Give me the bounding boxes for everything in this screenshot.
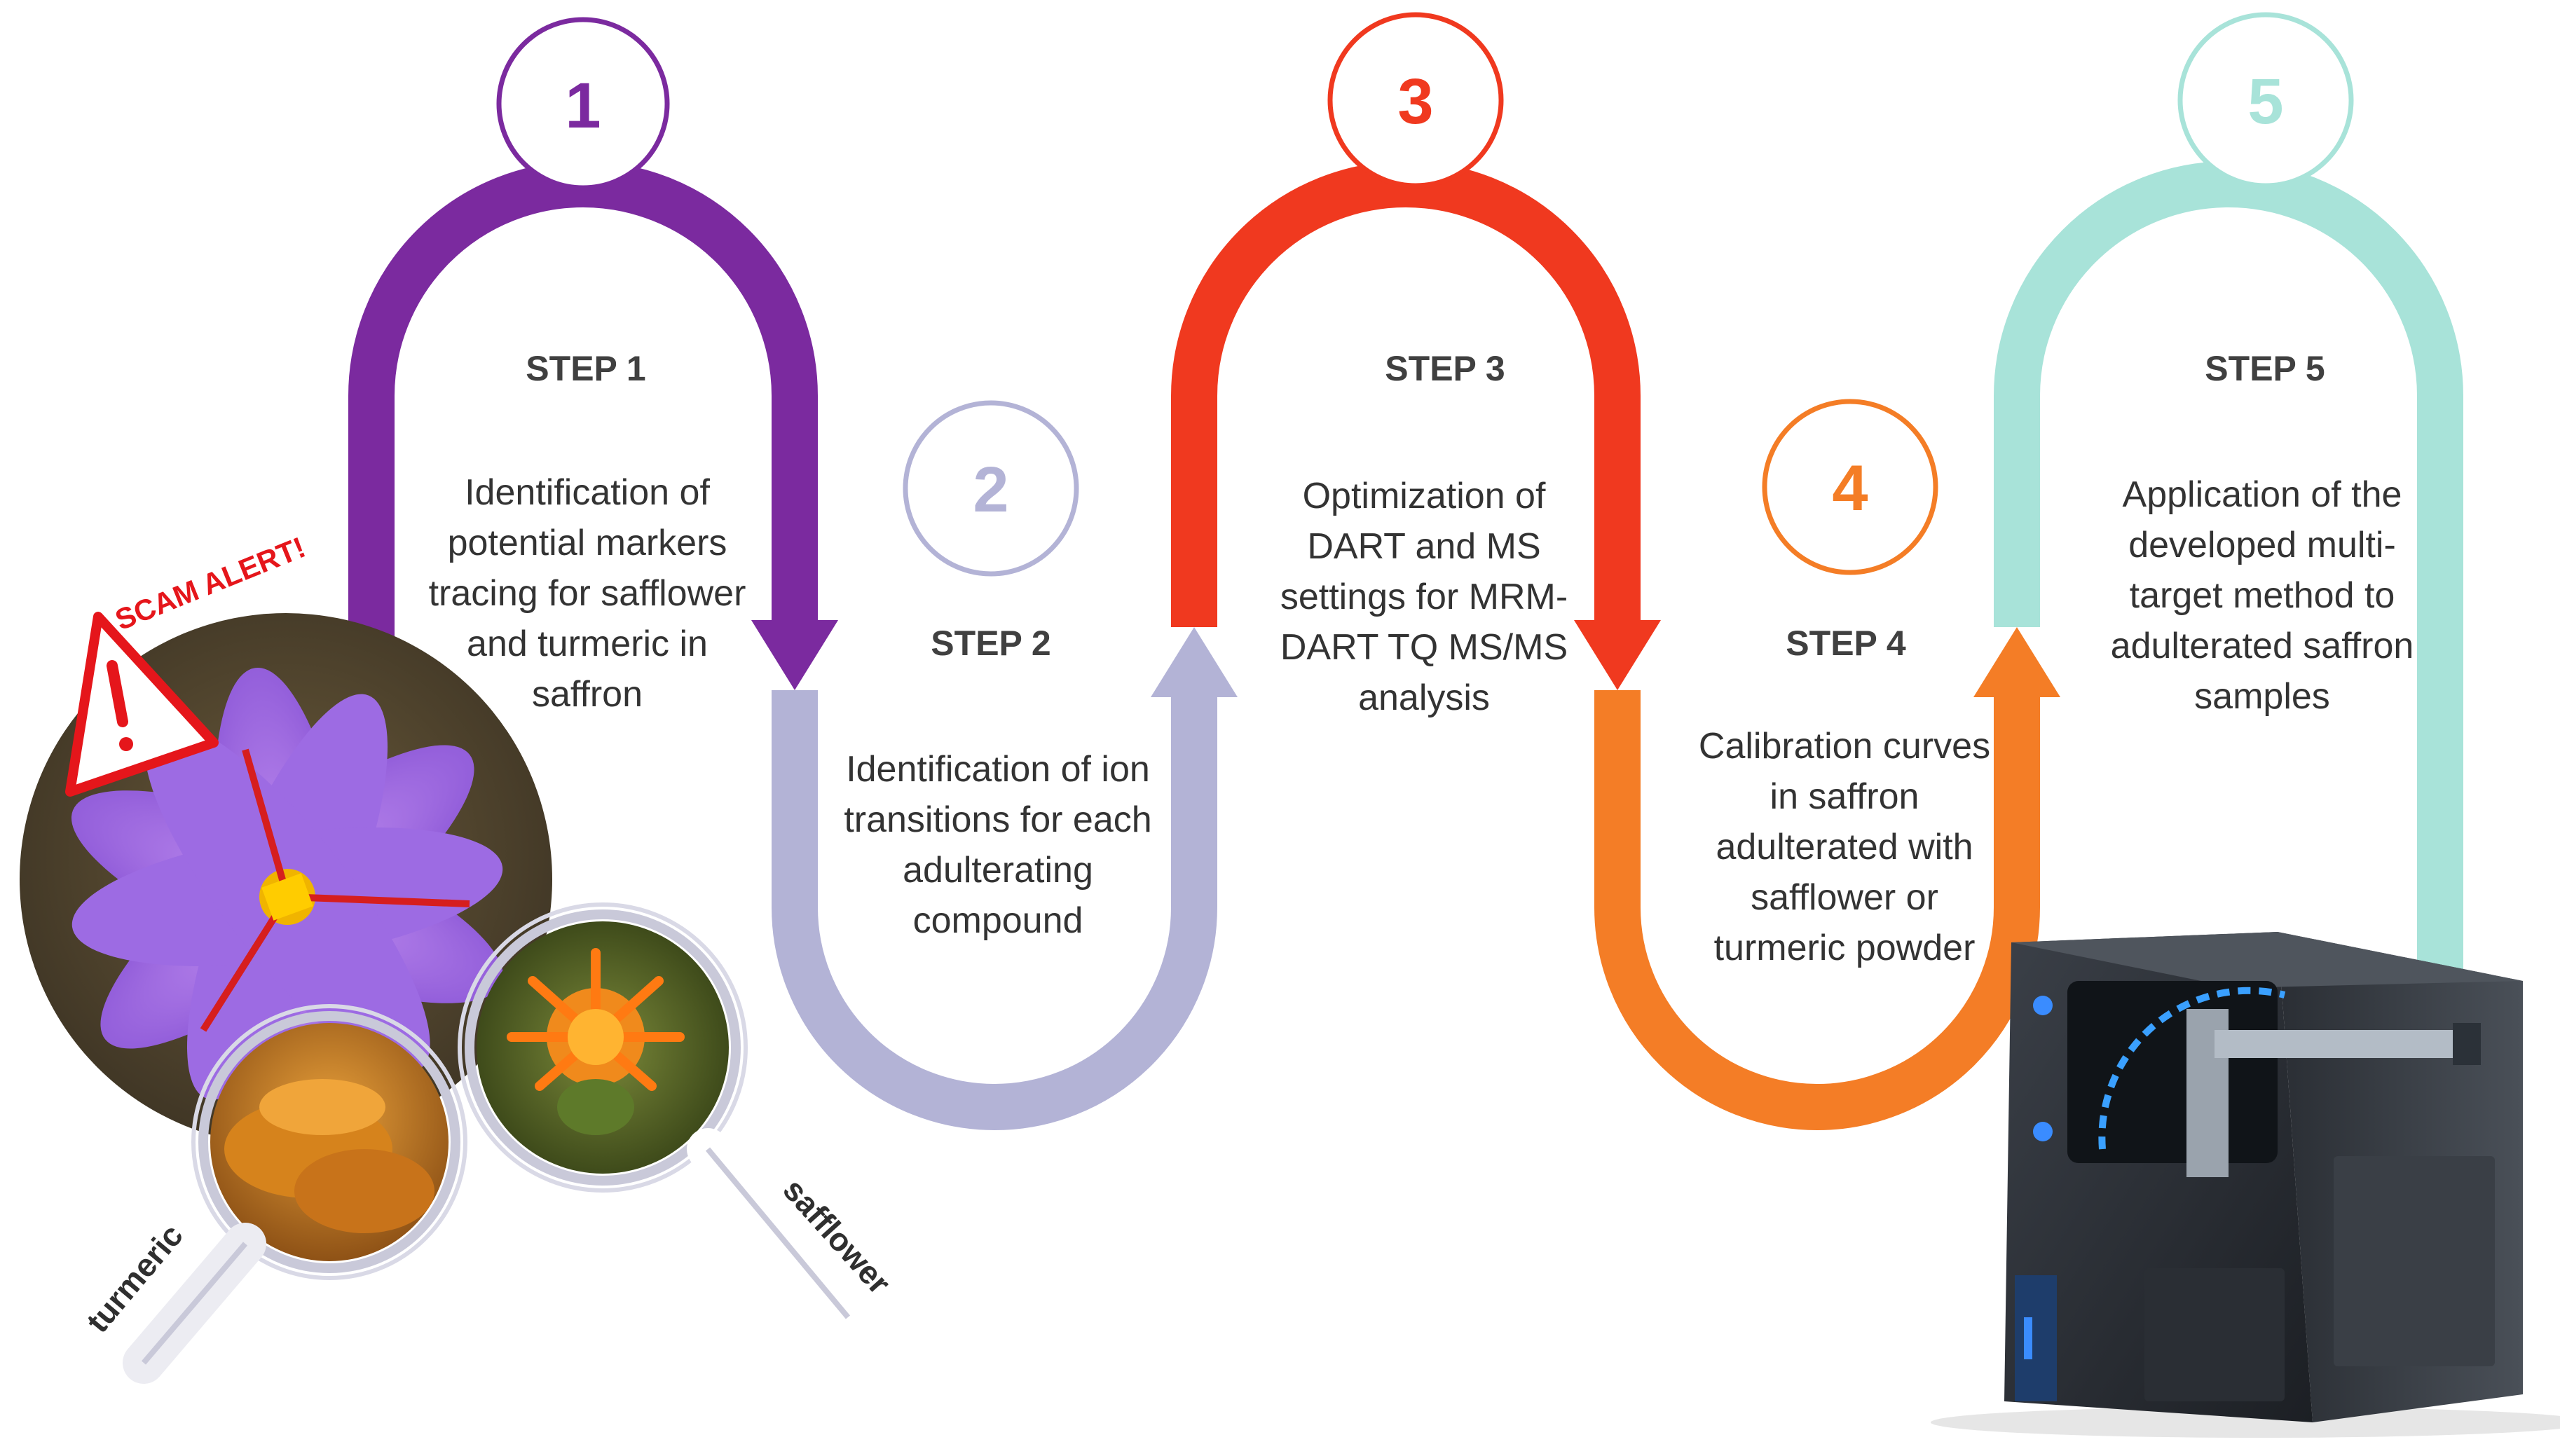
svg-text:saffron: saffron [532, 674, 643, 715]
svg-text:adulterated with: adulterated with [1716, 827, 1973, 867]
svg-text:Identification of: Identification of [465, 472, 710, 513]
svg-text:tracing for safflower: tracing for safflower [429, 573, 746, 614]
mass-spectrometer-icon [1931, 932, 2560, 1438]
svg-text:DART TQ MS/MS: DART TQ MS/MS [1280, 627, 1568, 668]
step-5-number: 5 [2247, 66, 2283, 137]
step-1-title: STEP 1 [526, 349, 645, 388]
warning-triangle-icon [65, 612, 219, 797]
svg-text:DART and MS: DART and MS [1307, 526, 1540, 567]
step-4-arc [1594, 627, 2060, 1130]
step-2-number-circle: 2 [903, 400, 1079, 577]
step-3-description: Optimization of DART and MS settings for… [1280, 476, 1568, 718]
step-1-number-circle: 1 [496, 17, 670, 191]
svg-text:analysis: analysis [1358, 678, 1490, 718]
step-3-arrow-down [1574, 620, 1661, 690]
svg-text:transitions for each: transitions for each [844, 799, 1151, 840]
svg-text:safflower or: safflower or [1751, 877, 1938, 918]
step-3-title: STEP 3 [1385, 349, 1505, 388]
step-4-title: STEP 4 [1786, 624, 1906, 663]
svg-text:and turmeric in: and turmeric in [467, 624, 708, 664]
step-5-number-circle: 5 [2177, 12, 2354, 188]
svg-text:compound: compound [913, 900, 1083, 941]
svg-text:in saffron: in saffron [1770, 776, 1919, 817]
step-1-number: 1 [565, 70, 601, 142]
step-1-arc [348, 161, 838, 690]
svg-text:adulterated saffron: adulterated saffron [2111, 626, 2414, 666]
step-5-title: STEP 5 [2205, 349, 2325, 388]
svg-text:potential markers: potential markers [448, 523, 727, 563]
step-2-title: STEP 2 [931, 624, 1050, 663]
svg-text:settings for MRM-: settings for MRM- [1280, 577, 1568, 617]
step-5-arc [1994, 161, 2463, 995]
svg-text:samples: samples [2194, 676, 2330, 717]
step-4-arrow-up [1973, 627, 2060, 697]
svg-text:turmeric powder: turmeric powder [1714, 928, 1976, 968]
step-2-description: Identification of ion transitions for ea… [844, 749, 1151, 941]
step-2-arrow-up [1151, 627, 1238, 697]
step-2-arc [772, 627, 1238, 1130]
saffron-flower-image [20, 613, 552, 1146]
step-5-description: Application of the developed multi- targ… [2111, 474, 2414, 717]
step-4-number-circle: 4 [1762, 399, 1938, 575]
svg-text:adulterating: adulterating [903, 850, 1093, 891]
svg-text:Optimization of: Optimization of [1303, 476, 1546, 516]
turmeric-magnifier [123, 1004, 467, 1384]
step-1-description: Identification of potential markers trac… [429, 472, 746, 715]
step-1-arrow-down [751, 620, 838, 690]
svg-text:developed multi-: developed multi- [2128, 525, 2396, 565]
svg-text:Calibration curves: Calibration curves [1699, 726, 1990, 767]
step-4-number: 4 [1832, 453, 1868, 524]
step-2-number: 2 [973, 454, 1008, 526]
svg-text:Identification of ion: Identification of ion [846, 749, 1150, 790]
safflower-magnifier [458, 902, 869, 1338]
step-3-number: 3 [1397, 66, 1433, 137]
svg-text:target method to: target method to [2130, 575, 2395, 616]
step-4-description: Calibration curves in saffron adulterate… [1699, 726, 1990, 968]
step-3-number-circle: 3 [1327, 12, 1504, 188]
svg-text:Application of the: Application of the [2123, 474, 2402, 515]
